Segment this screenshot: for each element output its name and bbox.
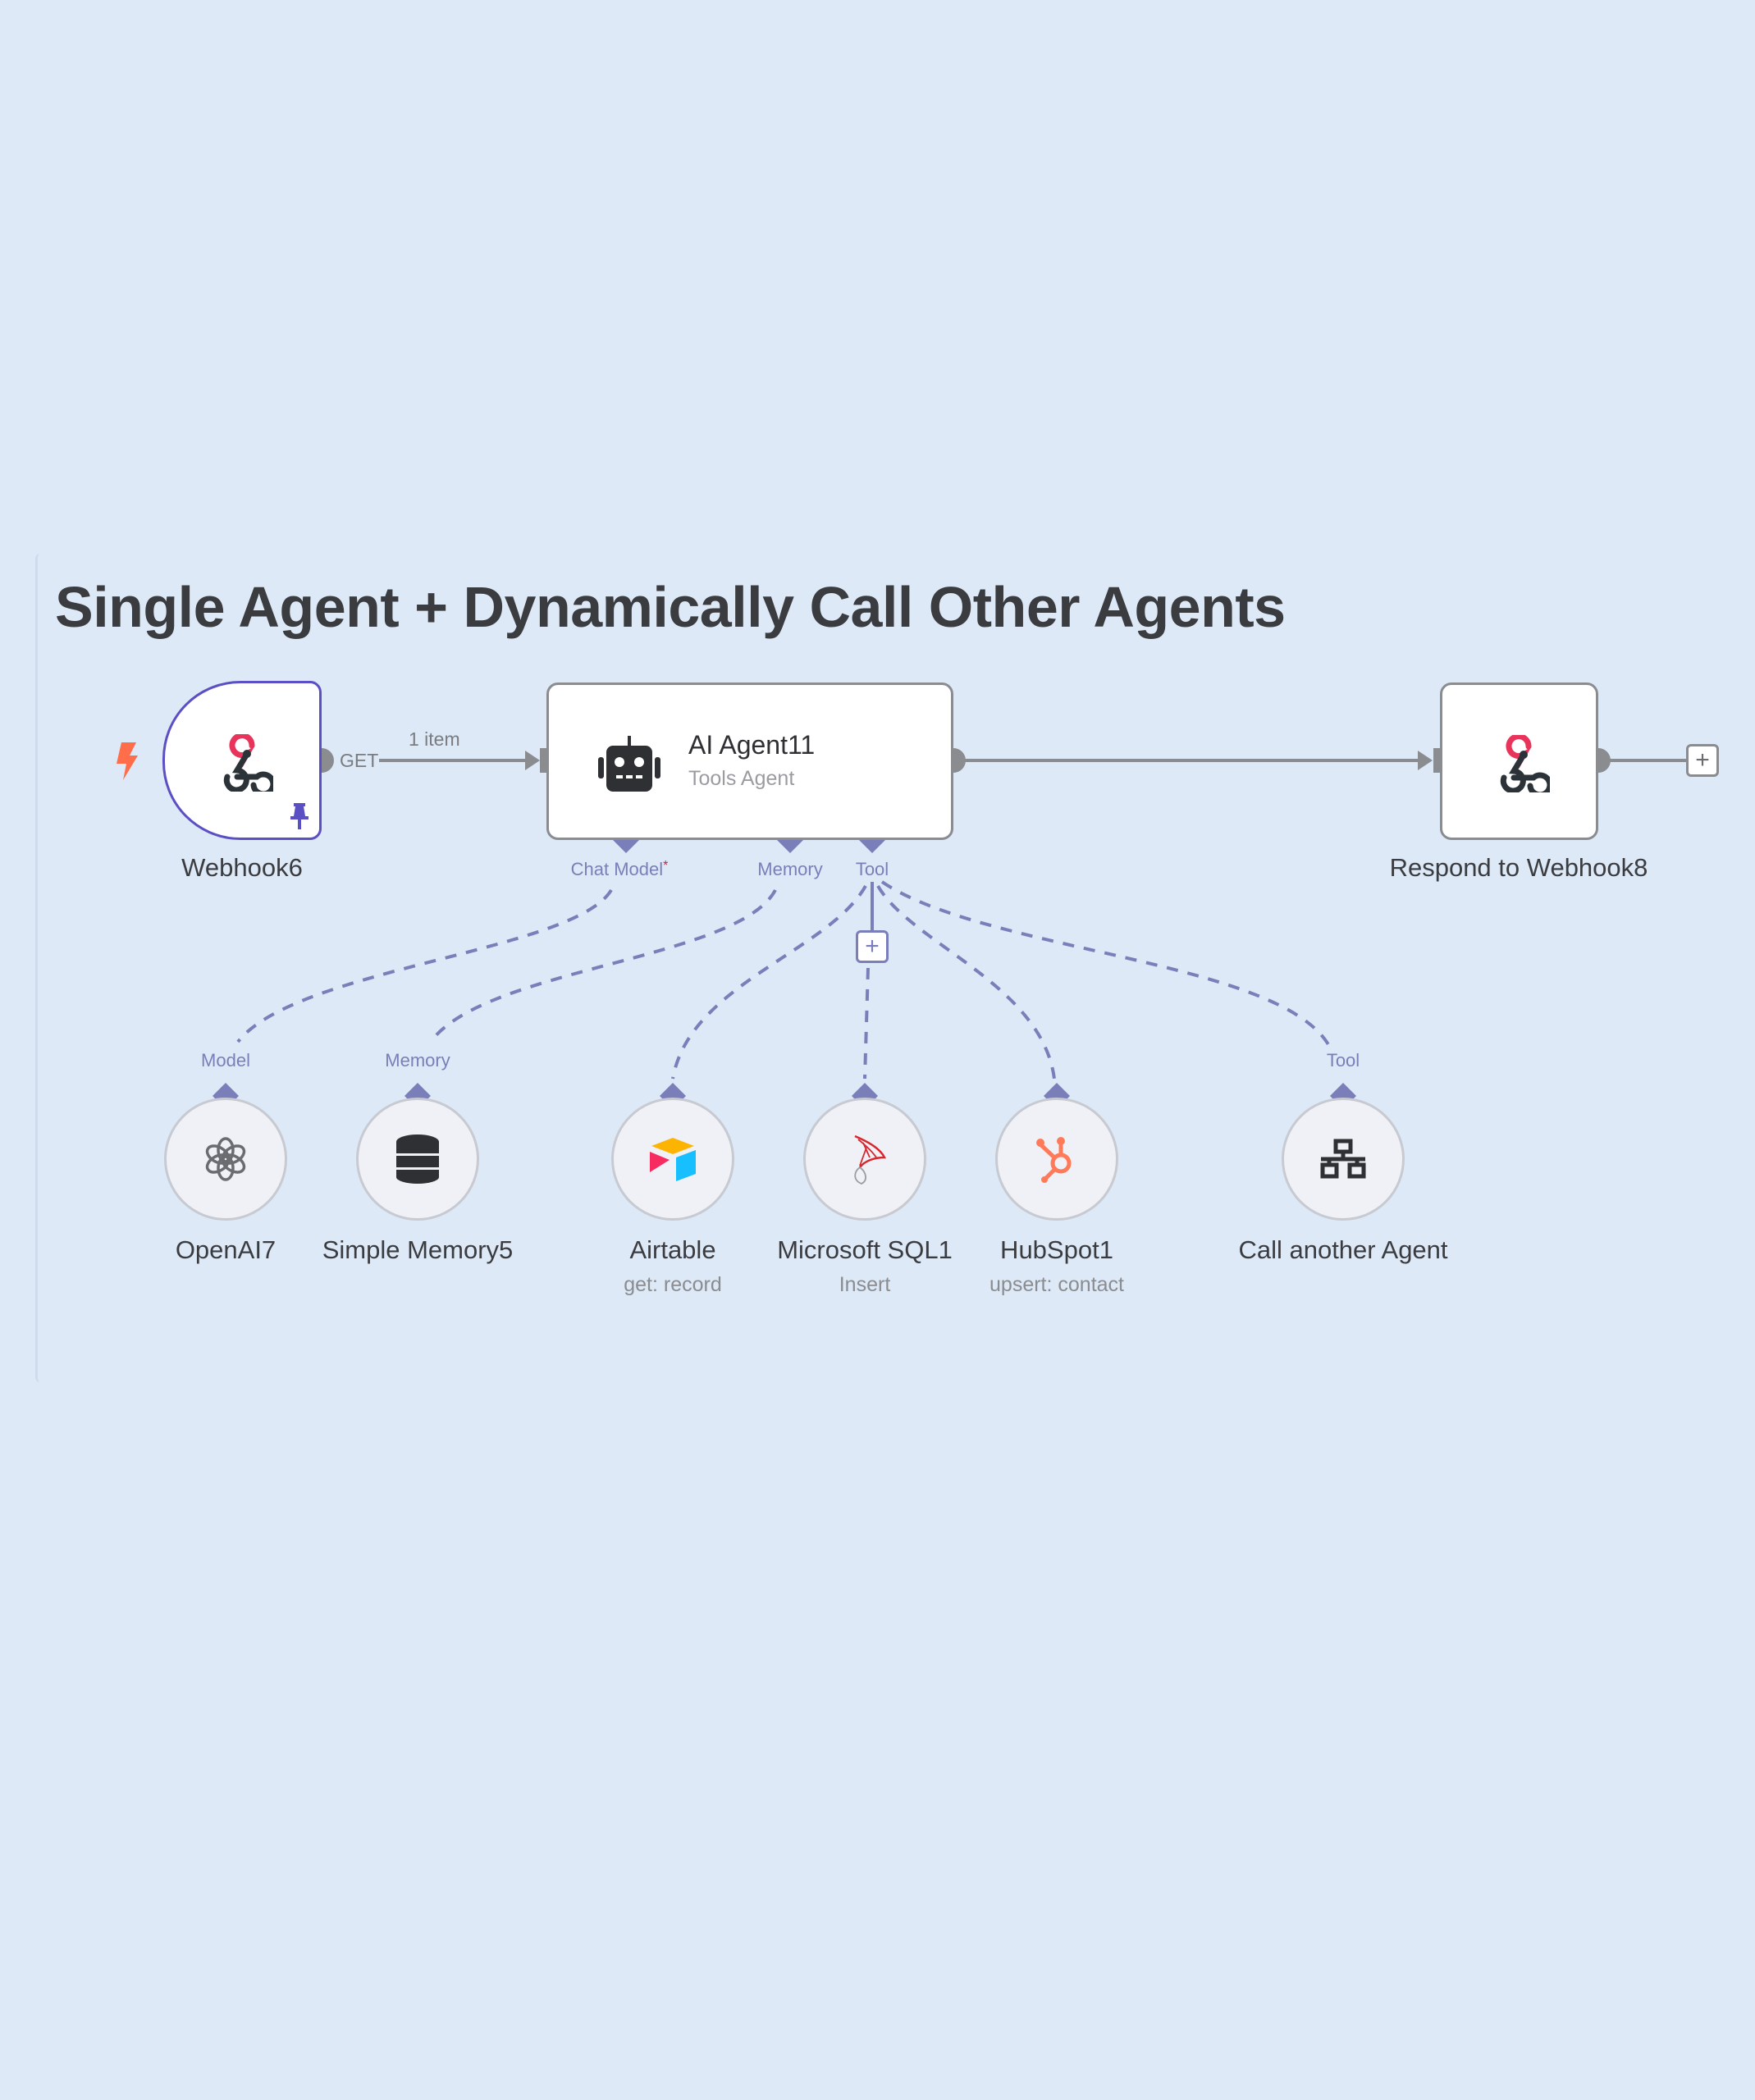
sticky-note[interactable] [35,554,1744,1382]
hubspot-node-name: HubSpot1 [1000,1235,1113,1264]
simple-memory-node-name: Simple Memory5 [322,1235,514,1264]
mssql-operation: Insert [839,1273,891,1296]
robot-icon [598,736,660,792]
airtable-node-name: Airtable [629,1235,716,1264]
tool-port-label: Tool [855,859,889,879]
ai-agent-name: AI Agent11 [688,730,816,760]
edge-tool-to-call-agent [880,880,1331,1047]
openai-node[interactable] [164,1098,287,1221]
edge-tool-to-airtable [671,885,867,1080]
database-icon [396,1134,439,1184]
edge-item-count: 1 item [409,728,460,750]
edge-memory-to-simple-memory [429,889,777,1043]
edge-webhook-to-agent[interactable] [379,751,540,770]
sticky-note-title: Single Agent + Dynamically Call Other Ag… [55,575,1286,639]
call-agent-node-name: Call another Agent [1238,1235,1448,1264]
pin-icon[interactable] [290,803,309,829]
respond-to-webhook-node[interactable] [1440,682,1598,840]
network-icon [1320,1139,1366,1179]
hubspot-node[interactable] [995,1098,1118,1221]
openai-icon [205,1137,246,1181]
airtable-icon [650,1138,696,1181]
airtable-operation: get: record [624,1273,722,1296]
simple-memory-port-label: Memory [385,1050,450,1071]
lightning-bolt-icon [117,742,138,780]
chat-model-port-label: Chat Model* [570,859,669,879]
edge-tool-to-mssql [863,967,870,1080]
mssql-icon [854,1134,887,1185]
openai-node-name: OpenAI7 [175,1235,277,1264]
webhook-icon [223,734,273,792]
required-marker: * [663,859,669,873]
webhook-node[interactable] [162,681,322,840]
mssql-node[interactable] [803,1098,926,1221]
airtable-node[interactable] [611,1098,734,1221]
webhook-node-name: Webhook6 [181,853,303,882]
edge-chat-model-to-openai [236,888,613,1043]
ai-agent-node[interactable]: AI Agent11 Tools Agent [546,682,953,840]
openai-port-label: Model [201,1050,250,1071]
memory-port-label: Memory [757,859,823,879]
edge-agent-to-respond[interactable] [953,751,1433,770]
ai-agent-type: Tools Agent [688,767,795,790]
simple-memory-node[interactable] [356,1098,479,1221]
respond-node-name: Respond to Webhook8 [1389,853,1648,882]
call-agent-node[interactable] [1282,1098,1405,1221]
webhook-icon [1500,735,1550,792]
edge-tool-to-hubspot [876,885,1056,1080]
webhook-output-label: GET [340,750,379,771]
add-node-button[interactable]: + [1686,744,1719,777]
hubspot-operation: upsert: contact [989,1273,1124,1296]
add-tool-button[interactable]: + [856,930,889,963]
call-agent-port-label: Tool [1326,1050,1360,1071]
mssql-node-name: Microsoft SQL1 [777,1235,953,1264]
hubspot-icon [1036,1137,1072,1183]
